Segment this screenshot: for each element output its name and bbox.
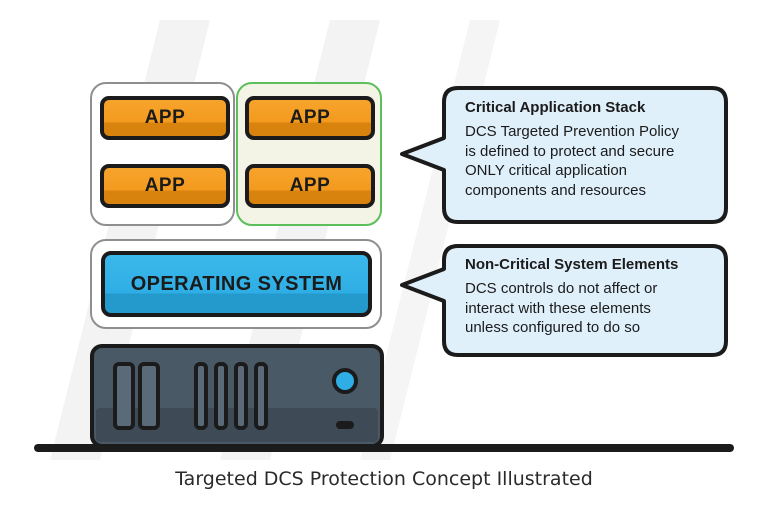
critical-bubble-title: Critical Application Stack [465,99,646,116]
server-vent-icon [194,362,208,430]
server-vent-icon [214,362,228,430]
app-label: APP [289,175,331,196]
server-slot-icon [138,362,160,430]
noncritical-bubble-body: DCS controls do not affect or interact w… [465,280,658,336]
diagram-caption: Targeted DCS Protection Concept Illustra… [175,468,593,490]
app-label: APP [289,107,331,128]
app-block-2: APP [245,96,375,140]
noncritical-bubble-title: Non-Critical System Elements [465,256,679,273]
critical-bubble-shape [400,86,728,224]
noncritical-bubble-shape [400,244,728,357]
app-block-4: APP [245,164,375,208]
operating-system-block: OPERATING SYSTEM [101,251,372,317]
indicator-light-icon [336,421,354,429]
app-label: APP [144,107,186,128]
ground-line [34,444,734,452]
app-block-1: APP [100,96,230,140]
app-block-3: APP [100,164,230,208]
critical-bubble-body: DCS Targeted Prevention Policy is define… [465,123,679,199]
server-slot-icon [113,362,135,430]
os-label: OPERATING SYSTEM [130,272,343,295]
power-button-icon [332,368,358,394]
server-vent-icon [254,362,268,430]
server-vent-icon [234,362,248,430]
app-label: APP [144,175,186,196]
